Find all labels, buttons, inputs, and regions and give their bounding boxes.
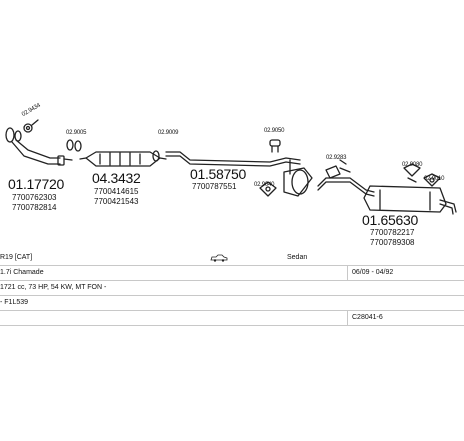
catalytic-converter-part <box>79 151 167 167</box>
oem-number: 7700414615 <box>94 187 139 196</box>
front-pipe-part <box>5 127 73 166</box>
part-ref-front-pipe: 01.17720 <box>8 176 64 192</box>
engine-code-value: - F1L539 <box>0 299 29 306</box>
fitting-ref-f7: 02.9080 <box>402 162 423 168</box>
hanger-fitting-f7 <box>403 163 421 183</box>
hanger-fitting-f8 <box>423 173 441 187</box>
clamp-fitting-f6 <box>325 159 351 179</box>
spec-value: 1721 cc, 73 HP, 54 KW, MT FON - <box>0 284 107 291</box>
fitting-ref-f2: 02.9005 <box>66 130 87 136</box>
fitting-ref-f6: 02.9283 <box>326 155 347 161</box>
fitting-ref-f5: 02.9040 <box>254 182 275 188</box>
gasket-fitting-f3 <box>152 150 160 162</box>
clamp-fitting-f1 <box>23 119 39 133</box>
part-ref-intermediate-pipe: 01.58750 <box>190 166 246 182</box>
intermediate-pipe-part <box>165 151 313 197</box>
model-value: R19 [CAT] <box>0 254 33 261</box>
exhaust-diagram: 01.17720 7700762303 7700782814 04.3432 7… <box>5 103 457 247</box>
hanger-fitting-f5 <box>259 181 277 197</box>
exhaust-diagram-drawing <box>5 119 457 215</box>
gasket-fitting-f2 <box>66 139 82 152</box>
info-row: R19 [CAT] Sedan <box>0 250 464 266</box>
rear-silencer-part <box>317 177 457 215</box>
fitting-ref-f3: 02.9009 <box>158 130 179 136</box>
oem-number: 7700787551 <box>192 182 237 191</box>
info-row: 1.7i Chamade 06/09 - 04/92 <box>0 265 464 281</box>
info-row: - F1L539 <box>0 295 464 311</box>
car-icon <box>210 253 228 268</box>
oem-number: 7700789308 <box>370 238 415 247</box>
oem-number: 7700782217 <box>370 228 415 237</box>
oem-number: 7700421543 <box>94 197 139 206</box>
fitting-ref-f4: 02.9050 <box>264 128 285 134</box>
info-row: C28041-6 <box>0 310 464 326</box>
oem-number: 7700782814 <box>12 203 57 212</box>
fitting-ref-f8: 02.9010 <box>424 176 445 182</box>
hanger-fitting-f4 <box>269 139 281 153</box>
engine-value: 1.7i Chamade <box>0 269 44 276</box>
years-value: 06/09 - 04/92 <box>352 269 394 276</box>
info-row: 1721 cc, 73 HP, 54 KW, MT FON - <box>0 280 464 296</box>
oem-number: 7700762303 <box>12 193 57 202</box>
catalog-code-value: C28041-6 <box>352 314 383 321</box>
body-type-value: Sedan <box>287 254 308 261</box>
part-ref-catalytic-converter: 04.3432 <box>92 170 141 186</box>
part-ref-rear-silencer: 01.65630 <box>362 212 418 228</box>
